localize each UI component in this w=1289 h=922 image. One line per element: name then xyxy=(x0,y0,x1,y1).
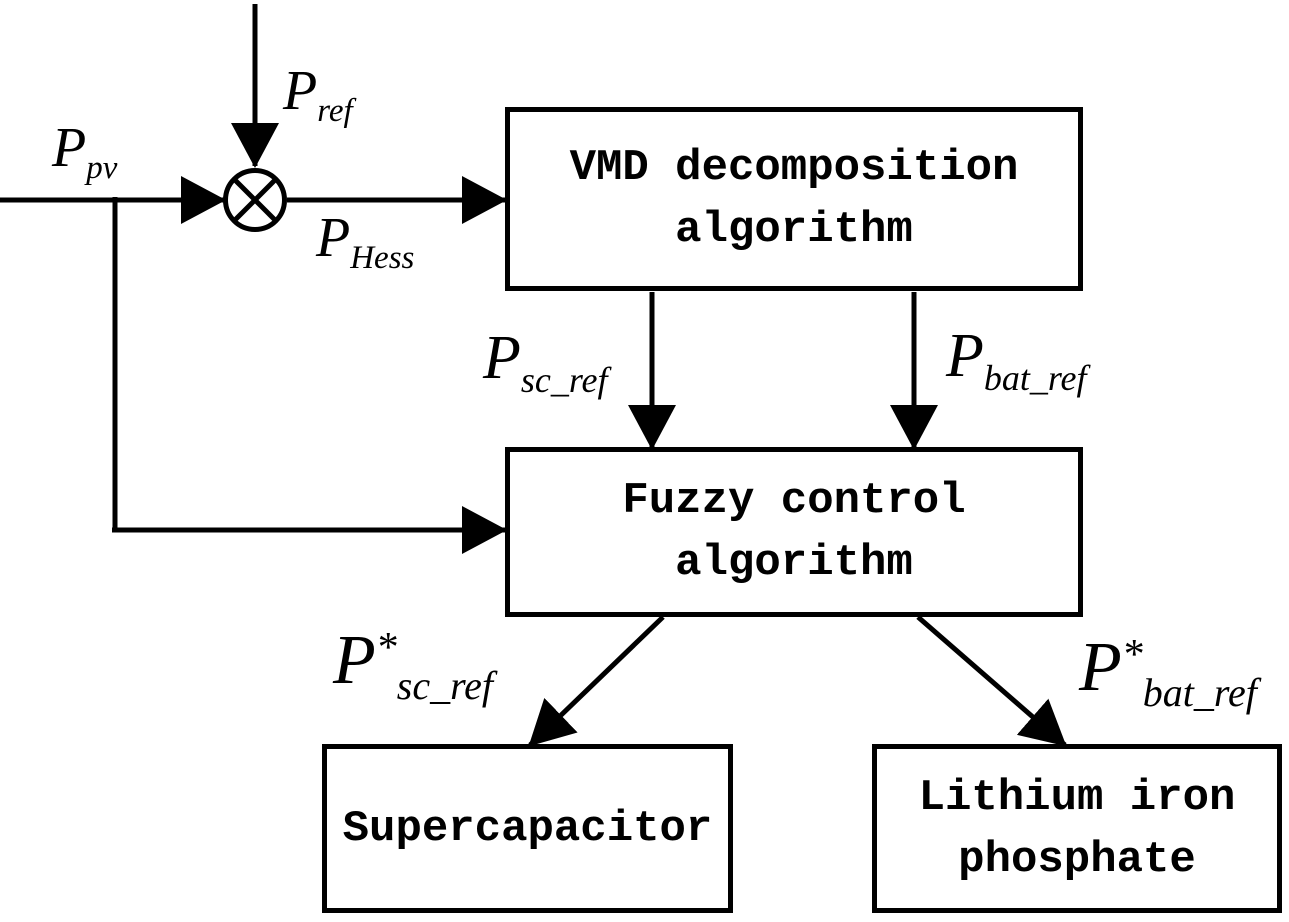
signal-base: P xyxy=(52,117,87,179)
signal-subscript: bat_ref xyxy=(1142,670,1257,715)
lithium-box-label-line1: Lithium iron xyxy=(918,772,1236,823)
signal-subscript: ref xyxy=(317,93,353,129)
signal-subscript: sc_ref xyxy=(396,663,494,708)
fuzzy-control-box: Fuzzy control algorithm xyxy=(505,447,1083,617)
signal-base: P xyxy=(333,622,376,699)
signal-base: P xyxy=(946,322,984,390)
signal-superscript: * xyxy=(375,625,397,671)
label-ppv: Ppv xyxy=(52,120,117,185)
fuzzy-box-label-line2: algorithm xyxy=(675,538,913,588)
lithium-box-label-line2: phosphate xyxy=(958,834,1196,885)
signal-subscript: pv xyxy=(86,150,118,186)
label-pbat-ref-star: P*bat_ref xyxy=(1079,633,1257,713)
supercap-box-label-line1: Supercapacitor xyxy=(342,803,713,854)
label-psc-ref-star: P*sc_ref xyxy=(333,626,493,706)
vmd-box-label-line1: VMD decomposition xyxy=(569,143,1019,193)
label-pbat-ref: Pbat_ref xyxy=(946,325,1087,396)
fuzzy-to-supercap-arrow xyxy=(528,615,665,747)
signal-subscript: Hess xyxy=(350,240,415,276)
label-psc-ref: Psc_ref xyxy=(483,327,608,398)
label-pref: Pref xyxy=(283,63,353,128)
signal-subscript: bat_ref xyxy=(983,358,1087,398)
supercapacitor-box: Supercapacitor xyxy=(322,744,733,913)
fuzzy-box-label-line1: Fuzzy control xyxy=(622,476,966,526)
fuzzy-to-lithium-arrow xyxy=(916,615,1067,747)
lithium-iron-phosphate-box: Lithium iron phosphate xyxy=(872,744,1282,913)
summing-junction-icon xyxy=(223,168,287,232)
signal-base: P xyxy=(283,60,318,122)
label-phess: PHess xyxy=(316,210,414,275)
signal-superscript: * xyxy=(1121,632,1143,678)
signal-base: P xyxy=(1079,629,1122,706)
vmd-box-label-line2: algorithm xyxy=(675,205,913,255)
vmd-decomposition-box: VMD decomposition algorithm xyxy=(505,107,1083,291)
signal-base: P xyxy=(483,324,521,392)
signal-base: P xyxy=(316,207,351,269)
signal-subscript: sc_ref xyxy=(520,360,608,400)
